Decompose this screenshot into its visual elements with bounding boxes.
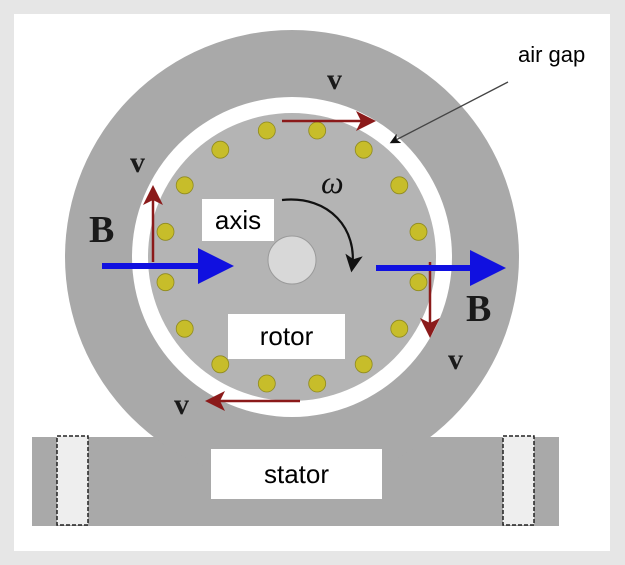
rotor-label: rotor bbox=[228, 314, 345, 359]
field-label-left: B bbox=[89, 209, 115, 251]
rotor-conductor bbox=[175, 176, 194, 195]
rotor-conductor bbox=[354, 355, 373, 374]
air-gap-label: air gap bbox=[518, 42, 586, 67]
field-label-right: B bbox=[466, 288, 492, 330]
rotor-conductor bbox=[354, 140, 373, 159]
rotor-conductor bbox=[409, 273, 428, 292]
rotor-conductor bbox=[390, 176, 409, 195]
stator-label: stator bbox=[211, 449, 382, 499]
velocity-label-bottom: v bbox=[174, 388, 189, 421]
rotor-conductor bbox=[390, 319, 409, 338]
angular-velocity-symbol: ω bbox=[321, 164, 344, 200]
rotor-conductor bbox=[409, 222, 428, 241]
velocity-label-left: v bbox=[130, 146, 145, 179]
velocity-label-right: v bbox=[448, 343, 463, 376]
air-gap-pointer bbox=[389, 81, 509, 144]
rotor-conductor bbox=[156, 273, 175, 292]
rotor-conductor bbox=[175, 319, 194, 338]
rotor-conductor bbox=[308, 374, 327, 393]
left-mounting-slot bbox=[56, 435, 89, 526]
rotor-conductor bbox=[257, 121, 276, 140]
velocity-label-top: v bbox=[327, 63, 342, 96]
rotor-conductor bbox=[211, 355, 230, 374]
shaft-axis bbox=[267, 235, 317, 285]
rotation-arrow bbox=[281, 198, 363, 273]
rotor-conductor bbox=[257, 374, 276, 393]
rotor-conductors bbox=[156, 121, 428, 393]
rotor-conductor bbox=[308, 121, 327, 140]
right-mounting-slot bbox=[502, 435, 535, 526]
axis-label: axis bbox=[202, 199, 274, 241]
rotor-conductor bbox=[211, 140, 230, 159]
rotor-conductor bbox=[156, 222, 175, 241]
